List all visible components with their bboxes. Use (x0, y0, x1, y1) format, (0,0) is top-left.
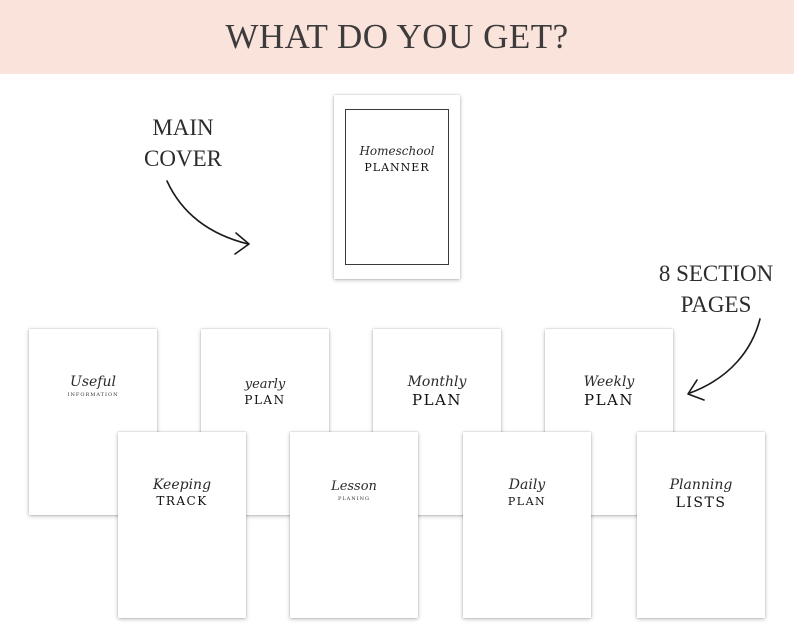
section-script-title: Daily (508, 477, 546, 493)
section-page-daily: Daily PLAN (463, 432, 591, 618)
section-caps-title: PLAN (411, 391, 462, 409)
section-caps-title: INFORMATION (67, 392, 119, 398)
section-caps-title: PLAN (244, 393, 286, 407)
callout-line: PAGES (680, 292, 752, 317)
main-cover-callout: MAIN COVER (140, 112, 226, 174)
section-script-title: Lesson (331, 479, 377, 494)
cover-frame (345, 109, 449, 265)
header-banner: WHAT DO YOU GET? (0, 0, 794, 74)
cover-caps-title: PLANNER (364, 161, 430, 174)
section-script-title: yearly (244, 377, 286, 392)
section-caps-title: PLAN (583, 391, 634, 409)
cover-script-title: Homeschool (359, 144, 435, 158)
page-title: WHAT DO YOU GET? (225, 17, 569, 56)
section-script-title: Monthly (407, 374, 467, 390)
section-caps-title: PLAN (507, 495, 547, 508)
section-caps-title: PLANING (337, 496, 370, 502)
section-script-title: Planning (669, 477, 733, 493)
section-script-title: Weekly (583, 374, 635, 390)
callout-line: COVER (144, 146, 222, 171)
section-script-title: Keeping (152, 477, 212, 493)
section-script-title: Useful (70, 374, 116, 390)
callout-line: 8 SECTION (658, 261, 774, 286)
section-caps-title: TRACK (156, 494, 208, 508)
section-page-planning: Planning LISTS (637, 432, 765, 618)
section-caps-title: LISTS (675, 495, 727, 511)
cover-label: Homeschool PLANNER (334, 143, 460, 175)
cover-page: Homeschool PLANNER (334, 95, 460, 279)
section-page-keeping: Keeping TRACK (118, 432, 246, 618)
callout-line: MAIN (152, 115, 214, 140)
section-page-lesson: Lesson PLANING (290, 432, 418, 618)
section-pages-callout: 8 SECTION PAGES (652, 258, 780, 320)
